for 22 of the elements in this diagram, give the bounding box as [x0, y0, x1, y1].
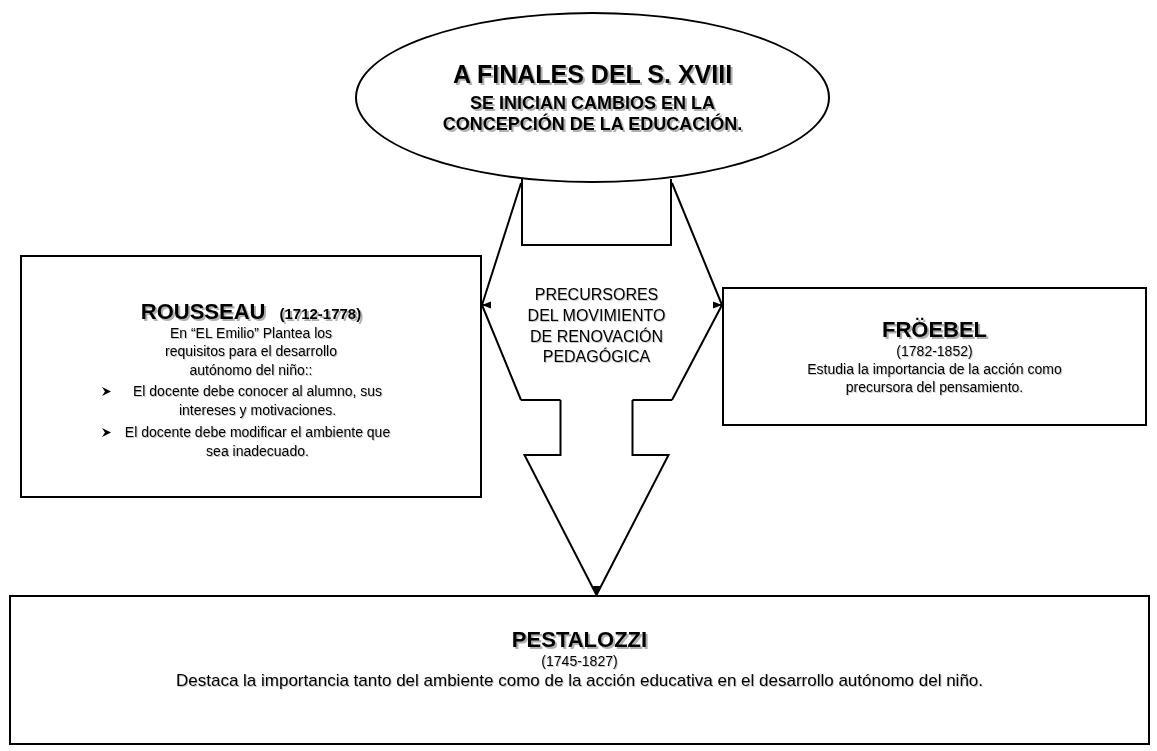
ellipse-node [355, 12, 830, 183]
callout-text: PRECURSORES DEL MOVIMIENTO DE RENOVACIÓN PEDAGÓGICA [526, 284, 667, 368]
arrow-callout [521, 179, 672, 400]
heading-text: PESTALOZZI [511, 627, 648, 653]
date-text: (1712-1778) [279, 305, 362, 323]
subtitle-text: SE INICIAN CAMBIOS EN LA CONCEPCIÓN DE LA EDUCACIÓN. [441, 93, 744, 135]
block-arrow [671, 182, 723, 401]
body-text: En “EL Emilio” Plantea los requisitos para el desarrollo autónomo del niño:: [164, 324, 338, 379]
title-text: A FINALES DEL S. XVIII [452, 60, 733, 90]
body-text: Estudia la importancia de la acción como precursora del pensamiento. [806, 360, 1063, 397]
body-text: Destaca la importancia tanto del ambiente como de la acción educativa en el desarrollo autónomo del niño. [175, 670, 983, 693]
block-arrow [522, 399, 671, 596]
heading-text: FRÖEBEL [881, 316, 988, 342]
text-box [9, 595, 1150, 745]
text-box [20, 255, 482, 498]
date-text: (1745-1827) [541, 652, 618, 671]
bullet-text: El docente debe conocer al alumno, sus intereses y motivaciones. [131, 381, 383, 420]
block-arrow [481, 182, 522, 401]
heading-text: ROUSSEAU [140, 299, 266, 325]
text-box [722, 287, 1147, 426]
bullet-text: El docente debe modificar el ambiente que sea inadecuado. [123, 422, 392, 461]
date-text: (1782-1852) [896, 341, 973, 361]
